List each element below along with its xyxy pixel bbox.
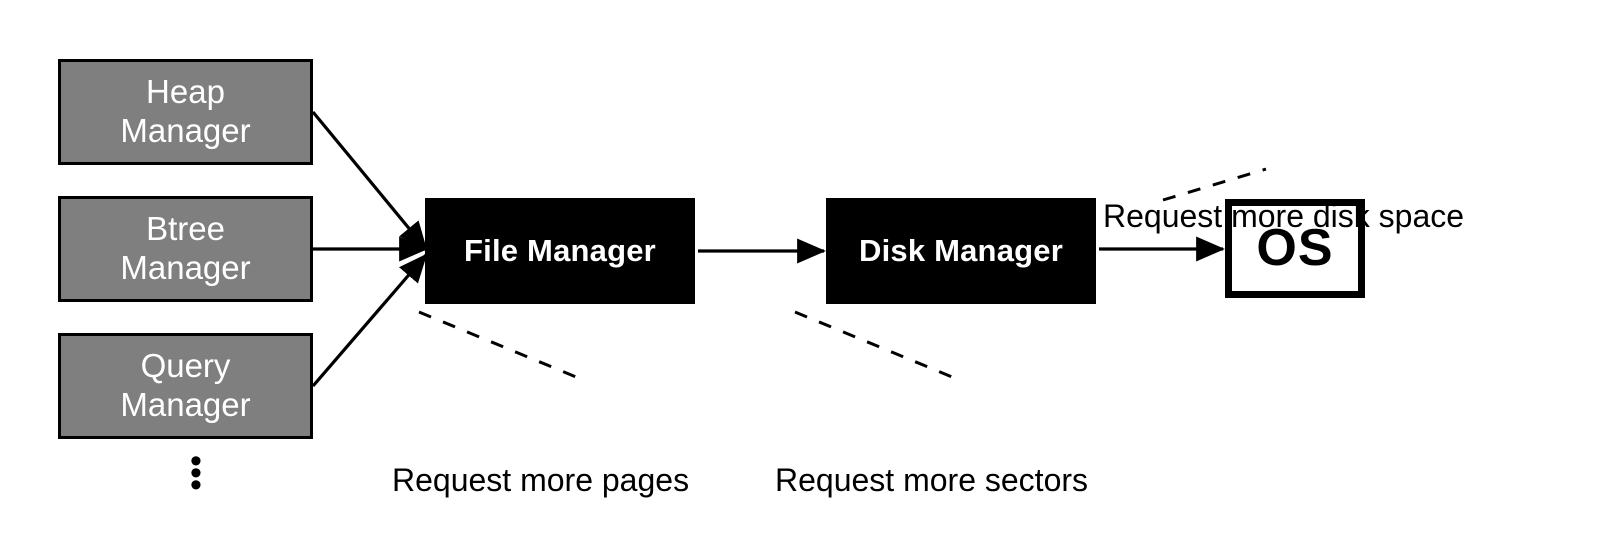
ellipsis-dot-3: •: [190, 466, 202, 504]
connector-query-to-file: [311, 253, 428, 388]
node-disk-manager-label: Disk Manager: [859, 232, 1063, 268]
node-query-manager-line1: Query: [140, 347, 231, 385]
node-heap-manager-line2: Manager: [120, 112, 251, 149]
annotation-request-more-pages: Request more pages (Allocation): [392, 378, 689, 540]
node-btree-manager-line1: Btree: [146, 210, 225, 248]
vertical-ellipsis: • • •: [178, 442, 214, 504]
node-query-manager[interactable]: Query Manager: [58, 333, 313, 439]
annotation-request-more-sectors: Request more sectors (Reservation): [775, 378, 1088, 540]
leader-line-sectors: [794, 310, 958, 381]
connector-heap-to-file: [311, 110, 428, 251]
ellipsis-dot-2: •: [190, 454, 202, 492]
annotation-sectors-line1: Request more sectors: [775, 461, 1089, 498]
node-heap-manager-line1: Heap: [146, 73, 225, 111]
annotation-request-more-disk-space: Request more disk space: [1103, 114, 1464, 319]
node-heap-manager[interactable]: Heap Manager: [58, 59, 313, 165]
leader-line-pages: [418, 310, 582, 381]
node-btree-manager[interactable]: Btree Manager: [58, 196, 313, 302]
ellipsis-dot-1: •: [190, 442, 202, 480]
annotation-disk-line1: Request more disk space: [1103, 197, 1465, 234]
node-disk-manager[interactable]: Disk Manager: [826, 198, 1096, 304]
node-query-manager-line2: Manager: [120, 386, 251, 423]
node-file-manager[interactable]: File Manager: [425, 198, 695, 304]
node-os-label: OS: [1256, 218, 1334, 277]
annotation-pages-line1: Request more pages: [392, 461, 690, 498]
node-file-manager-label: File Manager: [464, 232, 656, 268]
node-btree-manager-line2: Manager: [120, 249, 251, 286]
node-os[interactable]: OS: [1225, 199, 1365, 298]
